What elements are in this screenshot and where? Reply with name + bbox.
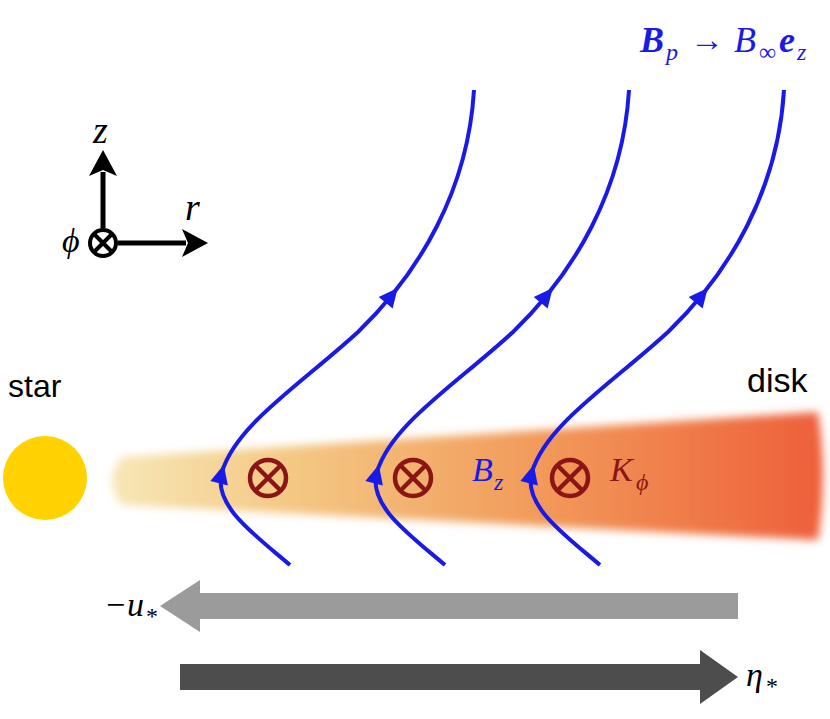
axes [89, 150, 208, 257]
star-label: star [8, 370, 61, 402]
field-arrowhead [689, 282, 715, 308]
current-symbol [395, 460, 431, 496]
disk-shape [95, 395, 830, 555]
field-symbol: B [734, 22, 756, 58]
field-arrowhead [365, 463, 387, 486]
into-page-cross [94, 234, 112, 252]
subscript: p [666, 40, 678, 64]
subscript: z [797, 40, 806, 64]
axis-label: r [185, 188, 200, 226]
current-symbol [552, 460, 588, 496]
subscript: * [766, 674, 778, 698]
velocity-label: −u [104, 588, 144, 622]
subscript: ϕ [636, 470, 648, 494]
field-symbol: B [472, 453, 493, 487]
into-page-symbol [90, 230, 116, 256]
r-axis [118, 241, 186, 246]
field-line [531, 90, 784, 565]
field-symbol: B [640, 22, 664, 58]
field-arrowhead [534, 282, 560, 308]
accretion-disk: disk [95, 395, 830, 555]
field-arrowhead [520, 463, 542, 486]
field-line [221, 90, 474, 565]
star-circle: star [3, 436, 87, 520]
subscript: ∞ [759, 40, 776, 64]
resistivity-label: η [746, 658, 763, 692]
subscript: z [494, 470, 503, 494]
disk-label: disk [747, 363, 807, 397]
diffusion-arrow [180, 650, 738, 704]
field-arrowhead [379, 282, 405, 308]
field-line [376, 90, 629, 565]
current-symbol-label: K [610, 453, 633, 487]
axis-label: z [93, 111, 108, 149]
subscript: * [146, 604, 158, 628]
z-arrowhead [89, 150, 117, 176]
field-lines [210, 90, 784, 565]
current-symbol [250, 460, 286, 496]
field-arrowhead [210, 463, 232, 486]
unit-vector: e [779, 22, 795, 58]
disk-body [112, 412, 823, 540]
z-axis [101, 172, 106, 228]
r-arrowhead [182, 229, 208, 257]
arrow-symbol: → [690, 23, 724, 57]
advection-arrow [160, 580, 738, 632]
axis-label: ϕ [62, 224, 80, 258]
